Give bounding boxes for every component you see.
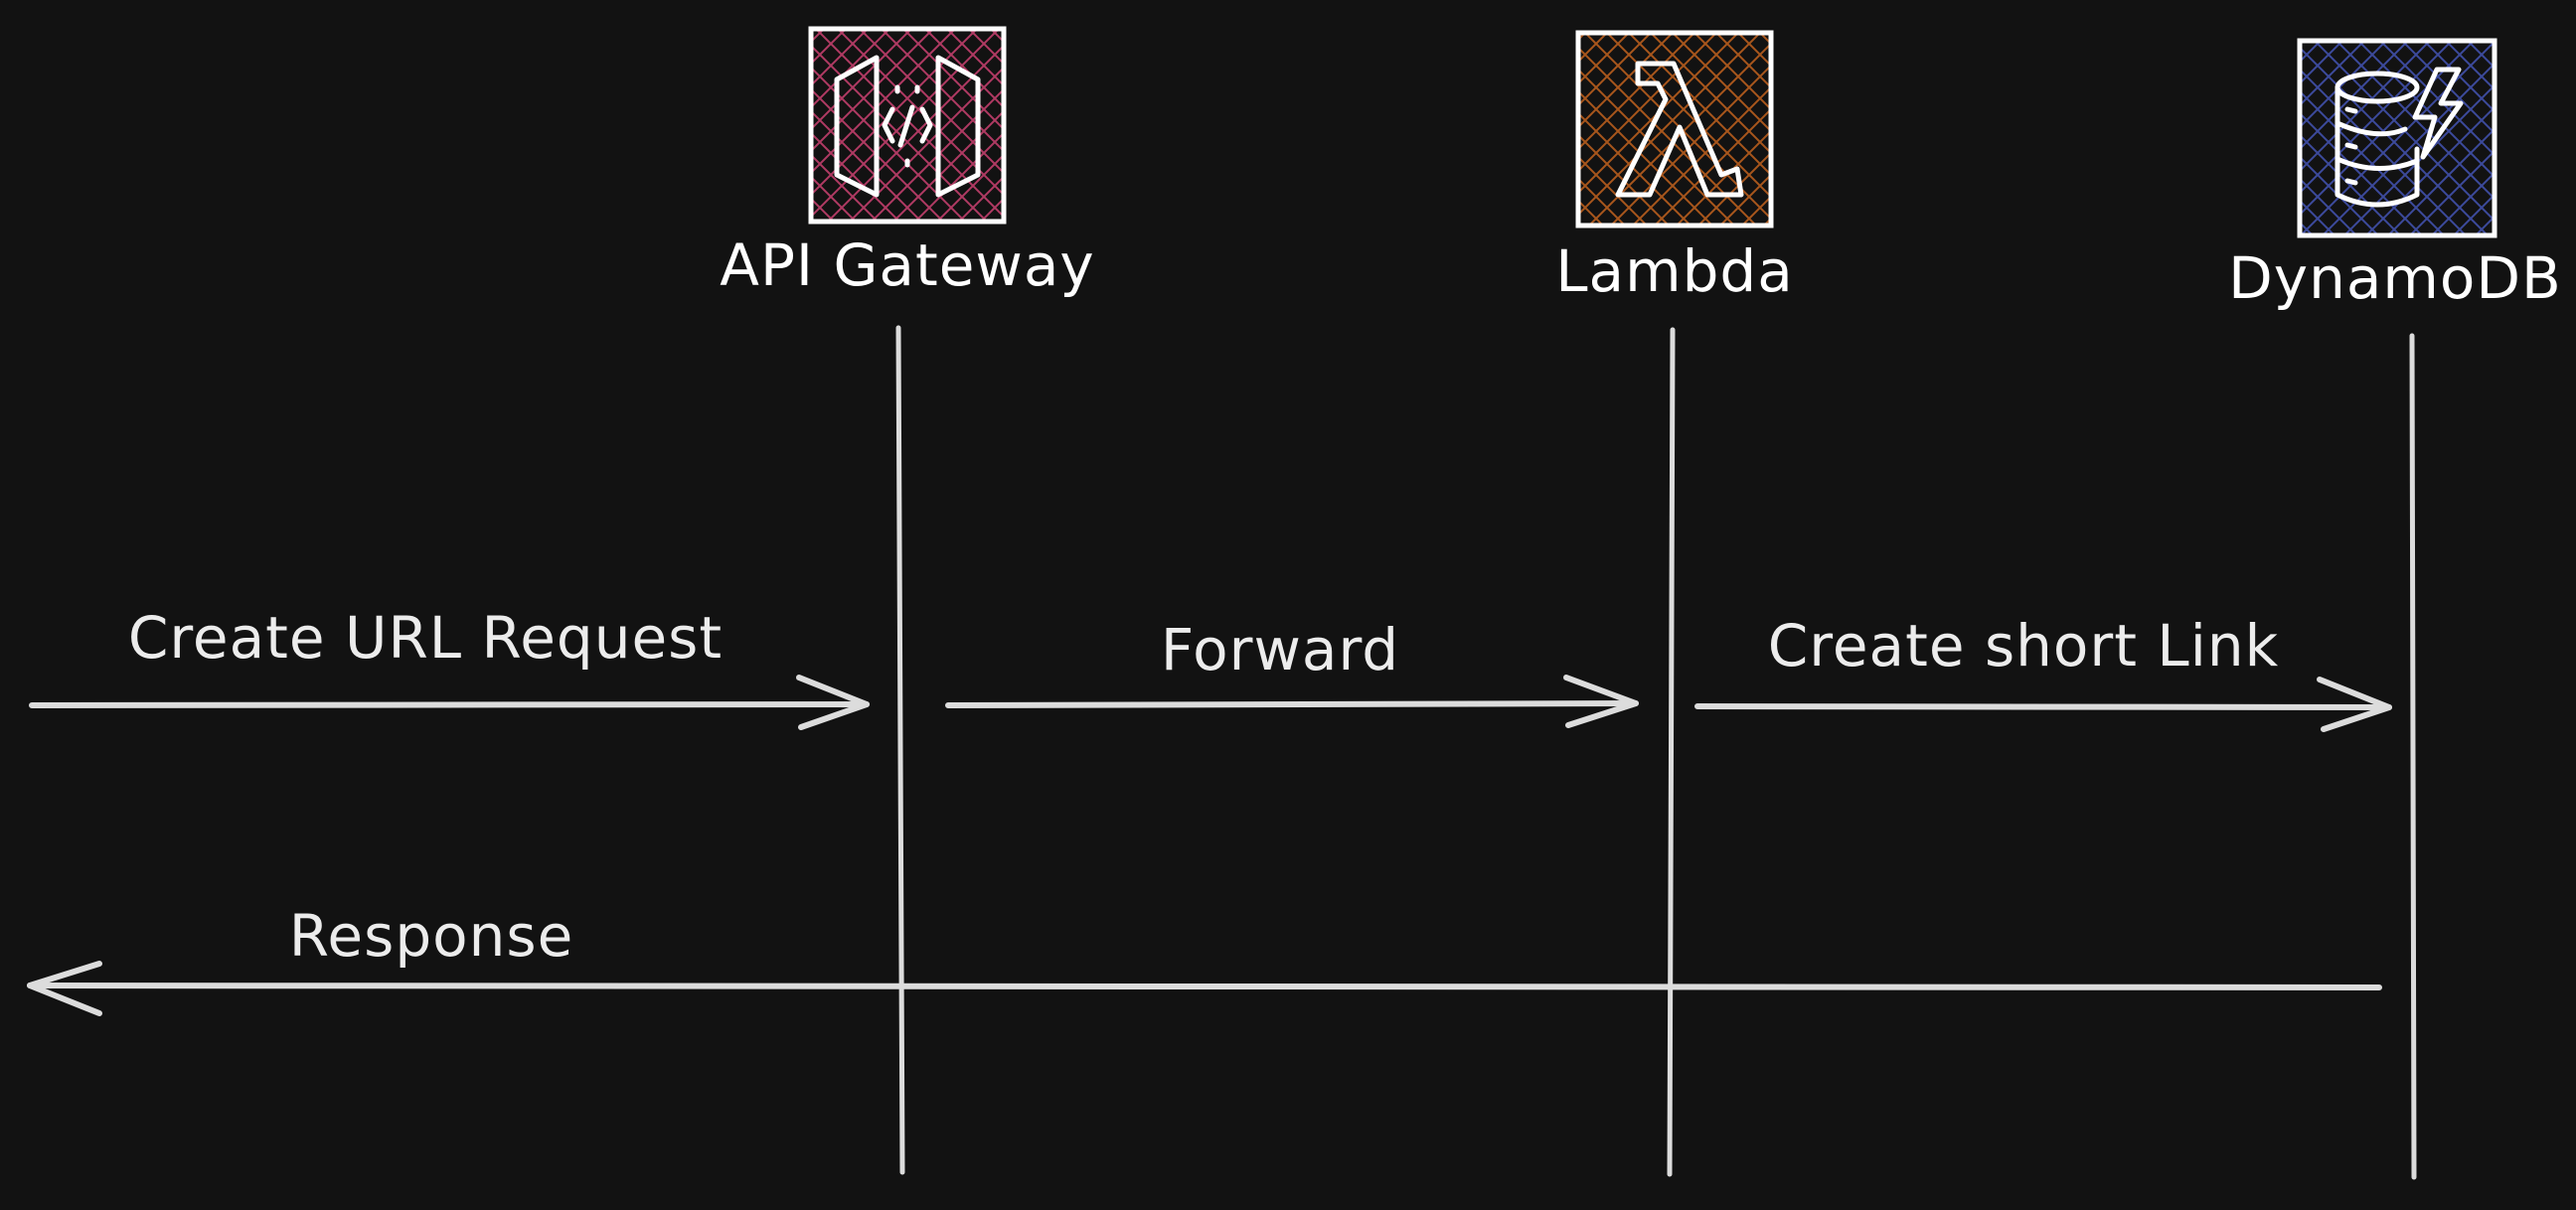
message-forward: Forward <box>945 616 1639 728</box>
message-create-short-link: Create short Link <box>1694 612 2392 732</box>
dynamodb-label: DynamoDB <box>2228 244 2562 312</box>
create-url-request-arrowhead <box>796 675 870 730</box>
forward-arrowhead <box>1563 675 1639 728</box>
lambda-icon <box>1575 30 1774 228</box>
forward-label: Forward <box>1161 616 1399 683</box>
lambda-label: Lambda <box>1555 237 1794 305</box>
create-url-request-label: Create URL Request <box>128 604 723 672</box>
lambda-lifeline <box>1667 327 1676 1177</box>
message-create-url-request: Create URL Request <box>29 604 870 730</box>
participant-dynamodb: DynamoDB <box>2228 38 2562 1180</box>
create-short-link-arrow <box>1694 703 2392 710</box>
api-gateway-lifeline <box>895 325 905 1175</box>
api-gateway-icon <box>808 26 1007 225</box>
message-response: Response <box>27 902 2382 1016</box>
forward-arrow <box>945 700 1639 708</box>
create-short-link-arrowhead <box>2317 677 2392 732</box>
response-arrow <box>27 983 2382 990</box>
create-url-request-arrow <box>29 701 870 708</box>
dynamodb-icon <box>2297 38 2497 238</box>
create-short-link-label: Create short Link <box>1768 612 2279 680</box>
api-gateway-label: API Gateway <box>720 231 1094 299</box>
participant-lambda: Lambda <box>1555 30 1794 1177</box>
dynamodb-lifeline <box>2409 333 2417 1180</box>
response-arrowhead <box>27 961 102 1016</box>
response-label: Response <box>289 902 574 970</box>
participant-api-gateway: API Gateway <box>720 26 1094 1175</box>
